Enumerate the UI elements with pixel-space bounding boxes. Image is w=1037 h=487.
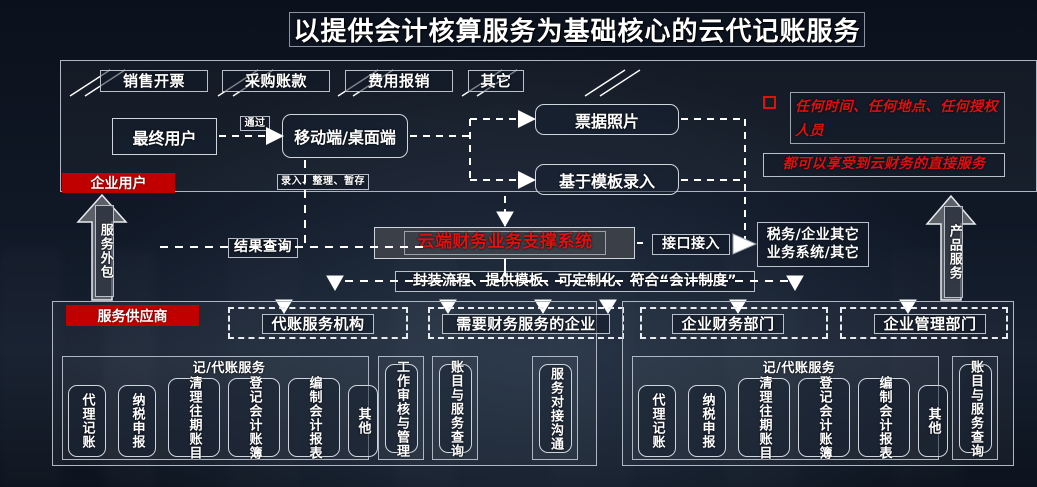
right-service-1: 纳税申报 [688, 385, 726, 457]
encapsulation-note: 封装流程、提供模板、可定制化、符合“会计制度” [395, 271, 755, 292]
via-label: 通过 [240, 116, 270, 131]
doc-photo-box: 票据照片 [535, 104, 679, 135]
product-service-label: 产品服务 [944, 206, 963, 298]
right-panel-frame [622, 301, 1014, 466]
end-user-box: 最终用户 [112, 118, 217, 155]
page-title: 以提供会计核算服务为基础核心的云代记账服务 [289, 12, 865, 47]
right-side-item-0: 账目与服务查询 [959, 360, 992, 458]
right-group-b-label: 企业管理部门 [874, 314, 986, 334]
square-bullet-icon [763, 96, 776, 109]
left-service-2: 清理往期账目 [168, 376, 220, 460]
left-side-item-2: 服务对接沟通 [539, 364, 572, 453]
right-side-frame-0 [952, 356, 998, 460]
left-side-frame-2 [532, 356, 578, 460]
left-group-b-label: 需要财务服务的企业 [442, 314, 610, 334]
left-group-b-dash [428, 307, 624, 339]
right-services-title: 记/代账服务 [762, 360, 836, 376]
external-systems-box: 税务/企业其它业务系统/其它 [757, 222, 869, 267]
input-note: 录入、整理、暂存 [277, 174, 369, 190]
left-group-a-dash [228, 307, 408, 339]
left-service-5: 其他 [348, 385, 378, 457]
left-panel-frame [52, 301, 597, 466]
top-category-2: 费用报销 [345, 70, 453, 92]
left-service-3: 登记会计账簿 [228, 376, 280, 460]
left-group-a-label: 代账服务机构 [262, 314, 374, 334]
right-group-a-dash [640, 307, 828, 339]
right-service-5: 其他 [918, 385, 948, 457]
enterprise-user-tag: 企业用户 [62, 173, 175, 193]
core-system-label: 云端财务业务支撑系统 [404, 231, 606, 255]
left-side-frame-1 [432, 356, 478, 460]
callout-line-1: 任何时间、任何地点、任何授权人员 [790, 92, 1005, 144]
right-group-b-dash [840, 307, 1008, 339]
left-service-4: 编制会计报表 [288, 376, 340, 460]
right-service-3: 登记会计账簿 [798, 376, 850, 460]
left-service-1: 纳税申报 [118, 385, 156, 457]
core-system-frame [374, 227, 635, 259]
result-query-label: 结果查询 [228, 238, 298, 258]
right-service-0: 代理记账 [638, 385, 676, 457]
top-category-0: 销售开票 [100, 70, 208, 92]
interface-access-label: 接口接入 [652, 234, 730, 255]
service-outsourcing-label: 服务外包 [95, 205, 114, 297]
left-side-item-1: 账目与服务查询 [439, 360, 472, 458]
right-service-2: 清理往期账目 [738, 376, 790, 460]
template-entry-box: 基于模板录入 [535, 164, 679, 195]
callout-line-2: 都可以享受到云财务的直接服务 [763, 153, 1005, 177]
right-group-a-label: 企业财务部门 [672, 314, 784, 334]
service-provider-tag: 服务供应商 [66, 305, 199, 326]
left-side-frame-0 [378, 356, 424, 460]
client-device-box: 移动端/桌面端 [282, 114, 408, 158]
right-service-4: 编制会计报表 [858, 376, 910, 460]
left-service-0: 代理记账 [68, 385, 106, 457]
left-side-item-0: 工作审核与管理 [385, 360, 418, 458]
top-category-3: 其它 [468, 70, 524, 92]
left-services-title: 记/代账服务 [192, 360, 266, 376]
top-category-1: 采购账款 [222, 70, 330, 92]
